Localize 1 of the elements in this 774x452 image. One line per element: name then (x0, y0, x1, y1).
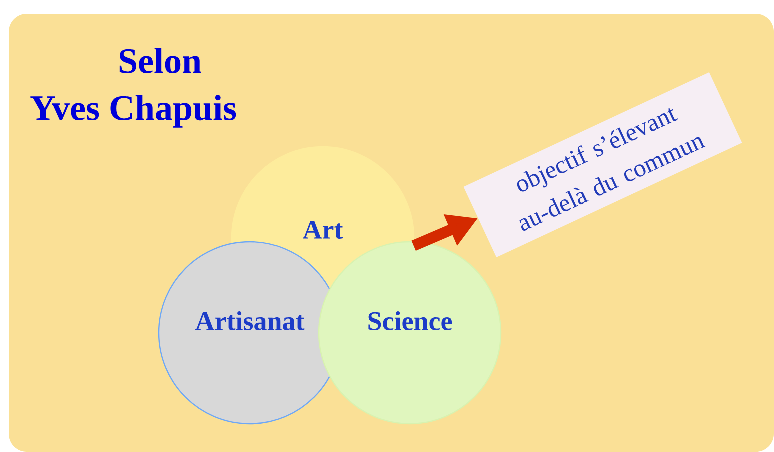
title: Selon Yves Chapuis (30, 48, 236, 128)
